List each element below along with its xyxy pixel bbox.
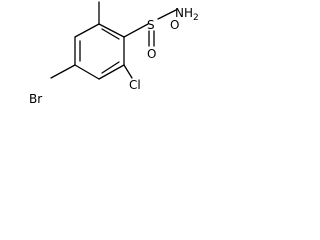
ring-bond-c5-c6 <box>74 64 100 80</box>
chlorine-label: Cl <box>129 78 141 92</box>
sulfur-label: S <box>147 18 155 32</box>
sulfonamide-group: S NH2 O O <box>123 6 199 61</box>
benzene-ring <box>74 23 125 80</box>
oxygen-bottom-label: O <box>147 47 156 61</box>
ring-bond-c1-c2 <box>74 23 100 38</box>
c-cl-bond <box>123 64 133 79</box>
ring-bond-c2-c3 <box>98 23 125 38</box>
ring-double-bond-top <box>101 28 120 40</box>
amine-subscript: 2 <box>193 13 199 23</box>
ring-bond-c4-c5 <box>98 64 125 80</box>
chemical-structure-diagram: S NH2 O O Cl Br <box>29 1 199 106</box>
c-br-bond <box>50 64 76 79</box>
bromine-label: Br <box>29 92 42 106</box>
amine-label: NH2 <box>175 6 199 23</box>
s-n-bond <box>157 9 177 20</box>
oxygen-top-label: O <box>170 18 179 32</box>
c-s-bond <box>123 23 149 38</box>
ring-double-bond-bottom <box>101 61 120 74</box>
